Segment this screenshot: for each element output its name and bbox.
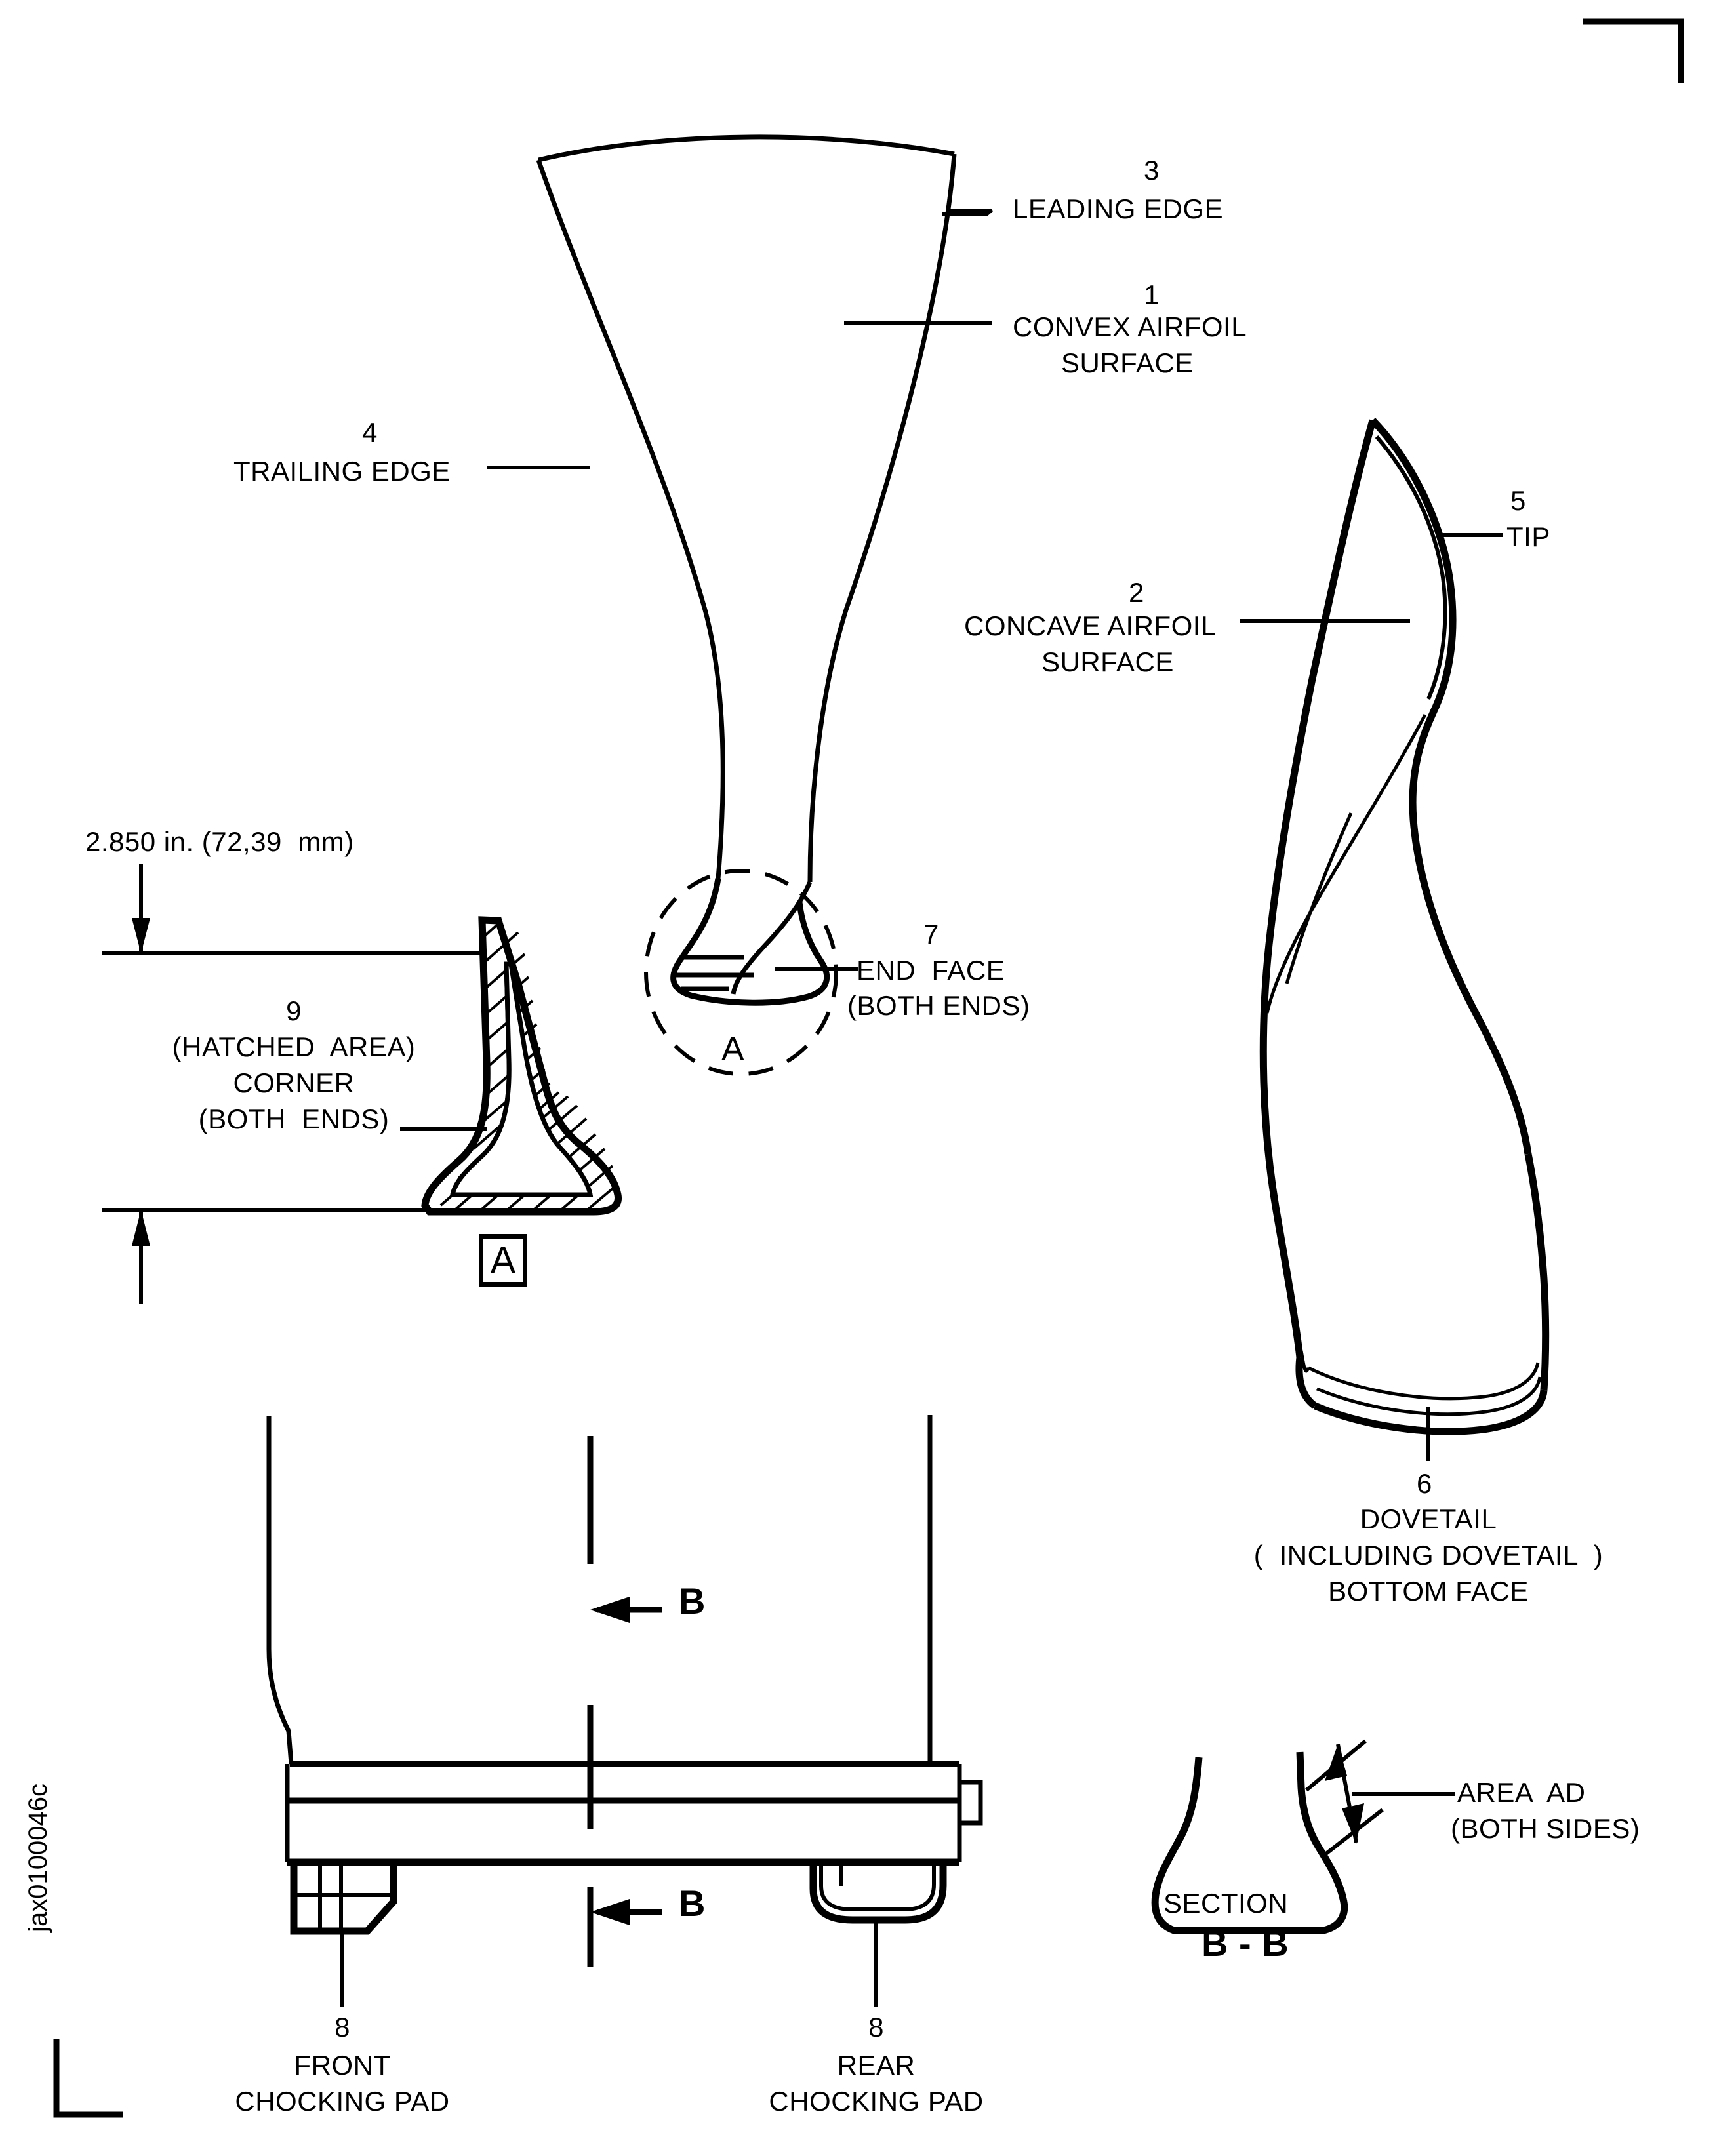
callout-number-9: 9 bbox=[286, 995, 302, 1026]
label-area-ad-line1: AREA AD bbox=[1457, 1777, 1586, 1808]
label-front-pad-line1: FRONT bbox=[294, 2050, 391, 2081]
side-view-leader-lines bbox=[1240, 533, 1503, 1461]
side-view-airfoil bbox=[1259, 418, 1550, 1435]
label-hatched-area: (HATCHED AREA) bbox=[172, 1031, 416, 1062]
figure-id: jax0100046c bbox=[24, 1784, 52, 1932]
section-tag-b-bottom: B bbox=[679, 1883, 706, 1924]
callout-number-5: 5 bbox=[1510, 485, 1526, 516]
label-dovetail-line1: DOVETAIL bbox=[1360, 1504, 1497, 1534]
label-area-ad-line2: (BOTH SIDES) bbox=[1451, 1813, 1640, 1844]
label-end-face-line2: (BOTH ENDS) bbox=[847, 990, 1030, 1021]
label-convex-airfoil-surface-line2: SURFACE bbox=[1061, 348, 1194, 378]
section-tag-b-top: B bbox=[679, 1580, 706, 1622]
detail-circle-label-a: A bbox=[721, 1030, 745, 1068]
label-corner-both-ends: (BOTH ENDS) bbox=[198, 1104, 390, 1134]
front-view-leader-lines bbox=[487, 208, 993, 971]
callout-number-8-rear: 8 bbox=[868, 2012, 884, 2043]
callout-number-4: 4 bbox=[362, 417, 378, 448]
callout-number-8-front: 8 bbox=[334, 2012, 350, 2043]
callout-number-6: 6 bbox=[1417, 1468, 1432, 1499]
label-dovetail-line2: ( INCLUDING DOVETAIL ) bbox=[1253, 1540, 1604, 1570]
detail-a-dimension bbox=[102, 864, 487, 1304]
corner-registration-mark-bottom bbox=[53, 2039, 123, 2118]
label-end-face-line1: END FACE bbox=[857, 955, 1005, 986]
label-concave-airfoil-surface-line1: CONCAVE AIRFOIL bbox=[964, 610, 1217, 641]
section-bb-geometry bbox=[1151, 1739, 1455, 1934]
label-concave-airfoil-surface-line2: SURFACE bbox=[1041, 647, 1174, 677]
label-convex-airfoil-surface-line1: CONVEX AIRFOIL bbox=[1013, 311, 1247, 342]
corner-registration-mark bbox=[1583, 18, 1684, 83]
view-tag-a: A bbox=[479, 1234, 527, 1287]
label-leading-edge: LEADING EDGE bbox=[1013, 193, 1224, 224]
front-view-airfoil bbox=[536, 134, 957, 1076]
label-corner: CORNER bbox=[233, 1068, 355, 1098]
label-trailing-edge: TRAILING EDGE bbox=[233, 456, 451, 487]
label-rear-pad-line1: REAR bbox=[837, 2050, 916, 2081]
callout-number-3: 3 bbox=[1144, 155, 1160, 186]
callout-number-1: 1 bbox=[1144, 279, 1160, 310]
section-caption-line1: SECTION bbox=[1163, 1888, 1289, 1919]
label-tip: TIP bbox=[1506, 521, 1550, 552]
dimension-text-thickness: 2.850 in. (72,39 mm) bbox=[85, 826, 354, 857]
bottom-view-geometry bbox=[266, 1415, 983, 2007]
label-rear-pad-line2: CHOCKING PAD bbox=[769, 2086, 984, 2117]
section-caption-line2: B - B bbox=[1201, 1923, 1289, 1964]
callout-number-2: 2 bbox=[1129, 577, 1144, 608]
label-front-pad-line2: CHOCKING PAD bbox=[235, 2086, 450, 2117]
detail-a-section-geometry bbox=[421, 916, 622, 1216]
label-dovetail-line3: BOTTOM FACE bbox=[1328, 1576, 1529, 1607]
callout-number-7: 7 bbox=[923, 919, 939, 949]
